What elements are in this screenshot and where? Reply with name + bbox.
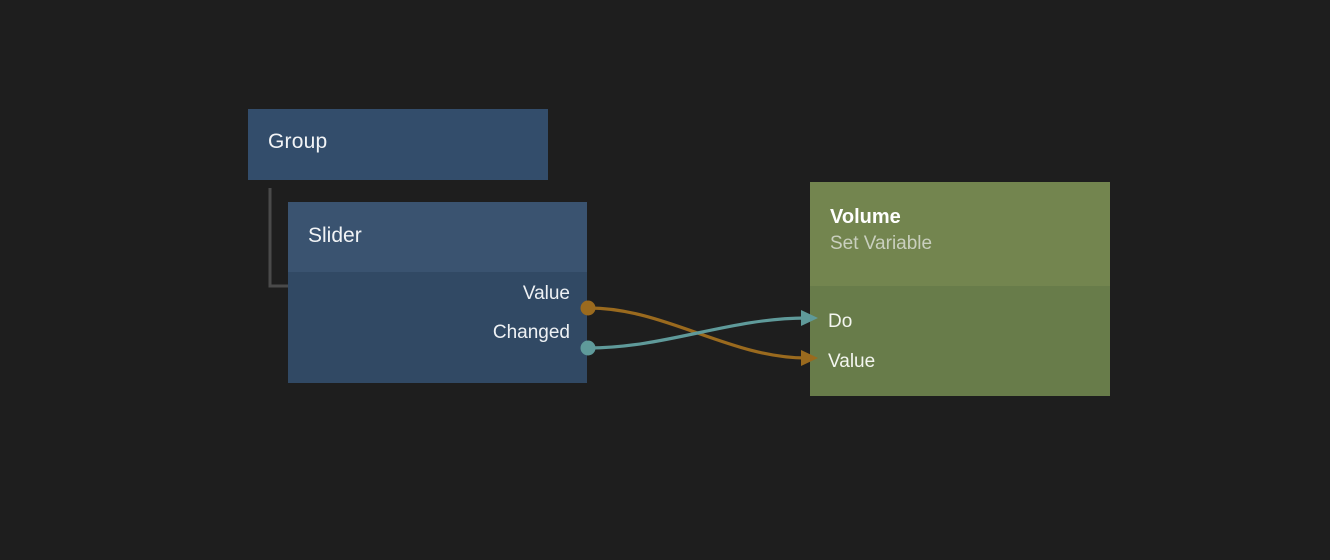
node-volume-subtitle: Set Variable — [830, 233, 933, 254]
node-volume-body: Do Value — [810, 286, 1110, 396]
node-group[interactable]: Group — [248, 109, 548, 180]
input-row-value[interactable]: Value — [828, 348, 875, 376]
node-volume-header[interactable]: Volume Set Variable — [810, 182, 1110, 286]
wire-value-to-value — [587, 306, 808, 360]
node-slider-title: Slider — [308, 224, 362, 247]
node-slider-body: Value Changed — [288, 272, 587, 383]
node-volume[interactable]: Volume Set Variable Do Value — [810, 182, 1110, 396]
node-group-title: Group — [268, 130, 328, 153]
output-port-label-changed: Changed — [492, 322, 570, 343]
output-row-value[interactable]: Value — [523, 272, 570, 316]
wire-changed-to-do — [587, 316, 808, 350]
input-row-do[interactable]: Do — [828, 308, 852, 336]
output-port-label-value: Value — [522, 283, 570, 304]
node-slider[interactable]: Slider Value Changed — [288, 202, 587, 383]
output-row-changed[interactable]: Changed — [493, 311, 570, 355]
node-slider-header[interactable]: Slider — [288, 202, 587, 272]
input-port-label-value: Value — [828, 351, 876, 372]
node-volume-title: Volume — [830, 206, 901, 228]
input-port-label-do: Do — [828, 311, 853, 332]
